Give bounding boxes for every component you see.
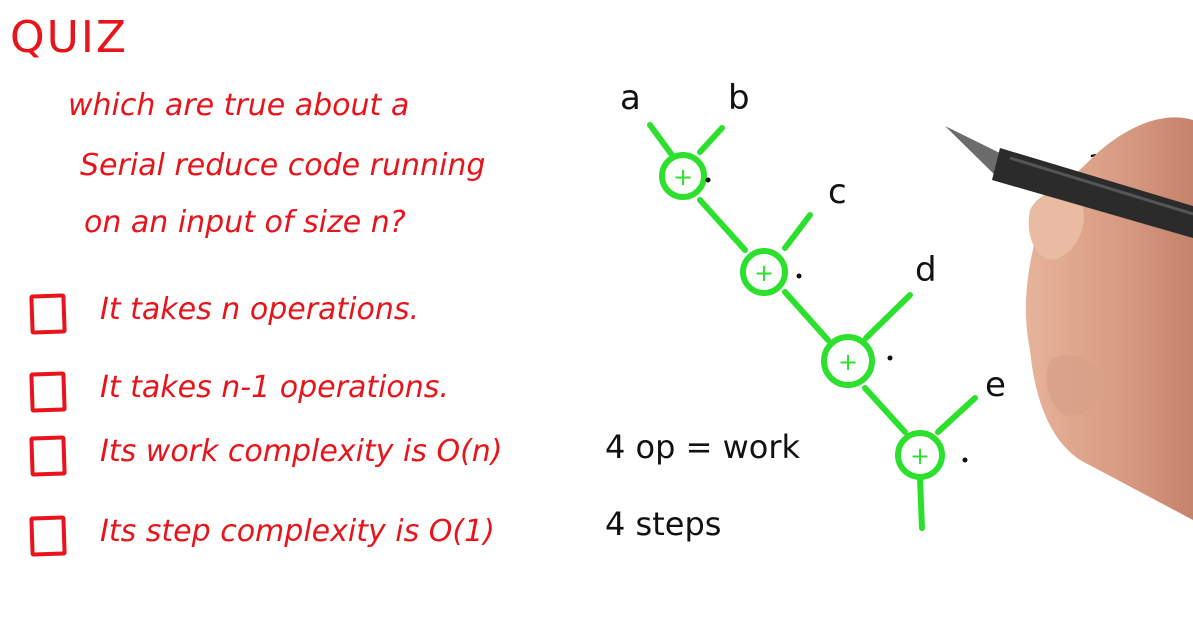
input-b: b — [728, 78, 750, 118]
op-4: + — [910, 442, 930, 470]
option-1-label: It takes n operations. — [100, 292, 420, 327]
edge-out — [917, 475, 925, 531]
add-node-3 — [821, 334, 875, 388]
note-work: 4 op = work — [605, 428, 801, 466]
dot-4 — [962, 457, 968, 463]
pen-icon — [945, 126, 1193, 238]
input-a: a — [620, 78, 641, 118]
edge-n1 — [697, 197, 748, 253]
option-3-label: Its work complexity is O(n) — [100, 434, 503, 469]
edge-c — [782, 212, 813, 251]
edge-a — [647, 122, 675, 158]
question-line-1: which are true about a — [68, 88, 410, 123]
op-3: + — [838, 348, 858, 376]
input-e: e — [985, 365, 1006, 405]
question-line-2: Serial reduce code running — [80, 148, 486, 183]
edge-b — [697, 125, 725, 155]
op-2: + — [754, 259, 774, 287]
input-c: c — [828, 172, 847, 212]
note-steps: 4 steps — [605, 505, 722, 543]
question-line-3: on an input of size n? — [84, 205, 406, 240]
edge-d — [863, 292, 913, 341]
edge-e — [935, 395, 978, 435]
add-node-2 — [740, 248, 788, 296]
option-2-label: It takes n-1 operations. — [100, 370, 449, 405]
option-4-label: Its step complexity is O(1) — [100, 514, 495, 549]
edge-n2 — [782, 289, 831, 343]
dot-1 — [705, 177, 711, 183]
edge-n3 — [862, 385, 908, 435]
input-d: d — [915, 250, 937, 290]
quiz-title: QUIZ — [10, 12, 128, 63]
dot-2 — [796, 273, 802, 279]
op-1: + — [673, 163, 693, 191]
add-node-1 — [659, 152, 707, 200]
dot-3 — [887, 355, 893, 361]
